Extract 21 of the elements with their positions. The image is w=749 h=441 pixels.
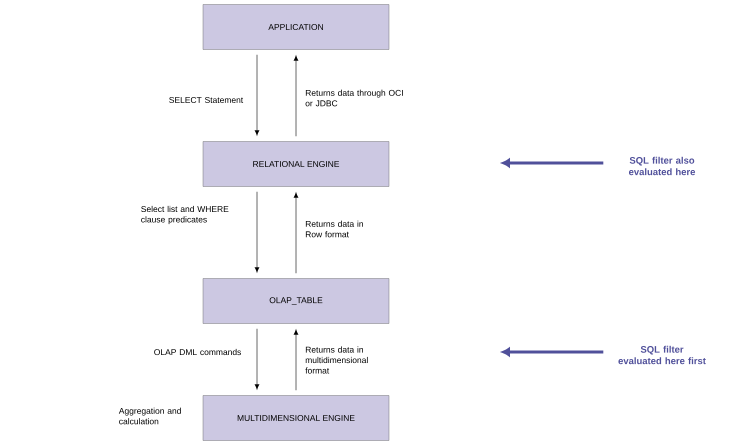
- arrow: [294, 192, 298, 274]
- arrow: [254, 54, 260, 136]
- edge-label: Returns data through OCI or JDBC: [306, 90, 403, 106]
- arrow: [254, 191, 260, 272]
- process-box: RELATIONAL ENGINE: [202, 141, 390, 187]
- arrow: [294, 56, 298, 137]
- callout-text: SQL filter evaluated here first: [618, 346, 706, 364]
- edge-label: Returns data in Row format: [306, 220, 363, 238]
- edge-label: OLAP DML commands: [154, 348, 241, 356]
- process-box: APPLICATION: [202, 4, 390, 50]
- edge-label: SELECT Statement: [169, 97, 244, 103]
- process-box: OLAP_TABLE: [202, 278, 390, 324]
- side-note: Aggregation and calculation: [118, 408, 181, 424]
- arrow: [294, 330, 298, 391]
- process-box: MULTIDIMENSIONAL ENGINE: [202, 395, 390, 441]
- edge-label: Returns data in multidimensional format: [305, 346, 368, 374]
- arrow: [254, 328, 260, 390]
- edge-label: Select list and WHERE clause predicates: [141, 206, 228, 224]
- arrow: [502, 158, 604, 168]
- callout-text: SQL filter also evaluated here: [628, 156, 696, 176]
- arrow: [502, 348, 604, 356]
